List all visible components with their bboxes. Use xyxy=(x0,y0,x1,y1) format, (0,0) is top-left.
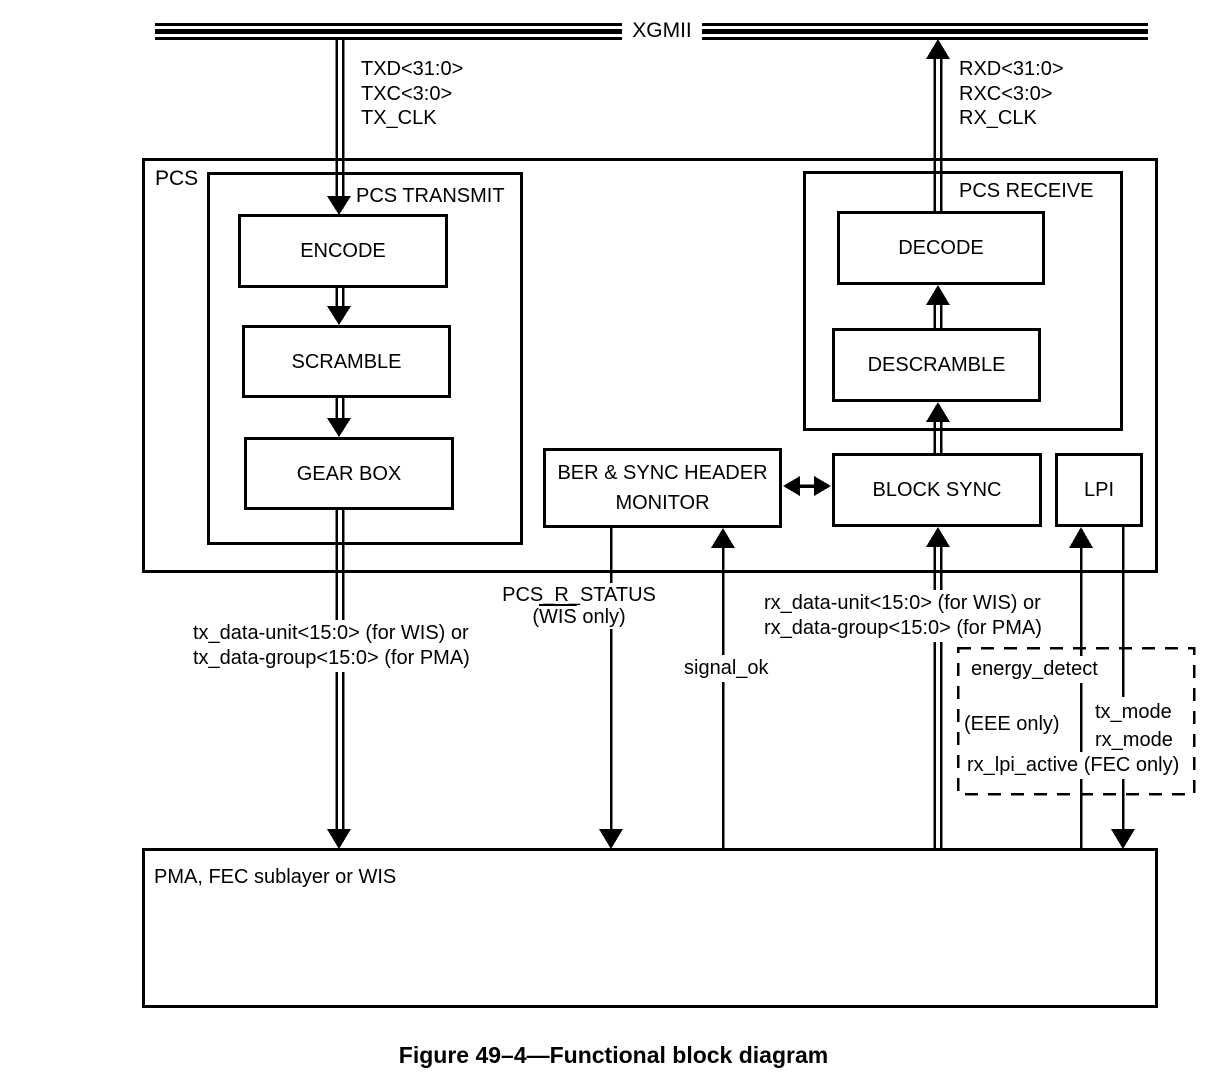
tx-rx-mode-arrow xyxy=(1069,527,1093,849)
pcs-r-status-label-line2: (WIS only) xyxy=(532,606,625,628)
descramble-label: DESCRAMBLE xyxy=(867,354,1006,376)
lpi-label: LPI xyxy=(1083,479,1115,501)
xgmii-bus-label-text: XGMII xyxy=(632,19,692,42)
signal-ok-label-text: signal_ok xyxy=(684,657,769,679)
rx-data-unit-label-line2: rx_data-group<15:0> (for PMA) xyxy=(764,617,1042,639)
energy-detect-label: energy_detect xyxy=(968,656,1101,683)
eee-only-label-text: (EEE only) xyxy=(964,713,1060,735)
pcs-r-status-label-line1: PCS_R_STATUS xyxy=(502,584,656,606)
wis-only-open-paren: ( xyxy=(532,606,539,628)
pcs-transmit-label: PCS TRANSMIT xyxy=(356,185,505,207)
pma-box xyxy=(142,848,1158,1008)
tx-mode-label: tx_mode xyxy=(1095,701,1172,723)
tx-rx-mode-labels: tx_mode rx_mode xyxy=(1092,697,1176,755)
gear-box-box: GEAR BOX xyxy=(244,437,454,510)
ber-monitor-label-line2: MONITOR xyxy=(615,492,710,514)
ber-monitor-label-line1: BER & SYNC HEADER xyxy=(557,462,768,484)
wis-only-close-paren: only) xyxy=(576,606,626,628)
txd-signal-label: TXD<31:0> xyxy=(361,58,464,80)
tx-clk-signal-label: TX_CLK xyxy=(361,107,437,129)
tx-data-unit-label-line2: tx_data-group<15:0> (for PMA) xyxy=(193,647,470,669)
lpi-box: LPI xyxy=(1055,453,1143,527)
tx-data-unit-label: tx_data-unit<15:0> (for WIS) or tx_data-… xyxy=(190,620,473,672)
energy-detect-label-text: energy_detect xyxy=(971,658,1098,680)
rx-lpi-active-label-text: rx_lpi_active (FEC only) xyxy=(967,754,1180,776)
block-sync-box: BLOCK SYNC xyxy=(832,453,1042,527)
gear-box-label: GEAR BOX xyxy=(296,462,402,485)
pcs-label: PCS xyxy=(155,167,199,190)
scramble-box: SCRAMBLE xyxy=(242,325,451,398)
pcs-r-status-arrow xyxy=(599,528,623,849)
ber-sync-header-monitor-box: BER & SYNC HEADER MONITOR xyxy=(543,448,782,528)
tx-data-unit-label-line1: tx_data-unit<15:0> (for WIS) or xyxy=(193,622,469,644)
txc-signal-label: TXC<3:0> xyxy=(361,82,453,105)
rx-lpi-active-label: rx_lpi_active (FEC only) xyxy=(964,752,1183,779)
pcs-receive-label: PCS RECEIVE xyxy=(959,180,1094,202)
wis-overline-text: WIS xyxy=(538,606,577,628)
rxd-signal-label: RXD<31:0> xyxy=(959,58,1064,80)
pcs-r-status-label: PCS_R_STATUS (WIS only) xyxy=(478,583,680,629)
rx-clk-signal-label: RX_CLK xyxy=(959,107,1037,129)
eee-only-label: (EEE only) xyxy=(961,711,1063,738)
rx-mode-label: rx_mode xyxy=(1095,729,1173,751)
figure-caption: Figure 49–4—Functional block diagram xyxy=(0,1042,1227,1069)
figure-caption-text: Figure 49–4—Functional block diagram xyxy=(398,1042,829,1068)
block-sync-label: BLOCK SYNC xyxy=(872,479,1002,501)
ber-monitor-label: BER & SYNC HEADER MONITOR xyxy=(557,458,767,518)
descramble-box: DESCRAMBLE xyxy=(832,328,1041,402)
rx-interface-signals: RXD<31:0> RXC<3:0> RX_CLK xyxy=(959,57,1064,131)
decode-box: DECODE xyxy=(837,211,1045,285)
decode-label: DECODE xyxy=(898,237,984,259)
signal-ok-label: signal_ok xyxy=(681,655,772,682)
encode-label: ENCODE xyxy=(300,240,386,262)
rx-data-unit-label: rx_data-unit<15:0> (for WIS) or rx_data-… xyxy=(761,590,1045,642)
scramble-label: SCRAMBLE xyxy=(291,350,402,373)
lpi-output-arrow xyxy=(1111,527,1135,849)
signal-ok-arrow xyxy=(711,528,735,849)
rxc-signal-label: RXC<3:0> xyxy=(959,82,1053,105)
pma-label: PMA, FEC sublayer or WIS xyxy=(154,866,397,888)
encode-box: ENCODE xyxy=(238,214,448,288)
rx-data-unit-label-line1: rx_data-unit<15:0> (for WIS) or xyxy=(764,592,1041,614)
tx-interface-signals: TXD<31:0> TXC<3:0> TX_CLK xyxy=(361,57,463,131)
xgmii-bus-label: XGMII xyxy=(622,18,702,43)
